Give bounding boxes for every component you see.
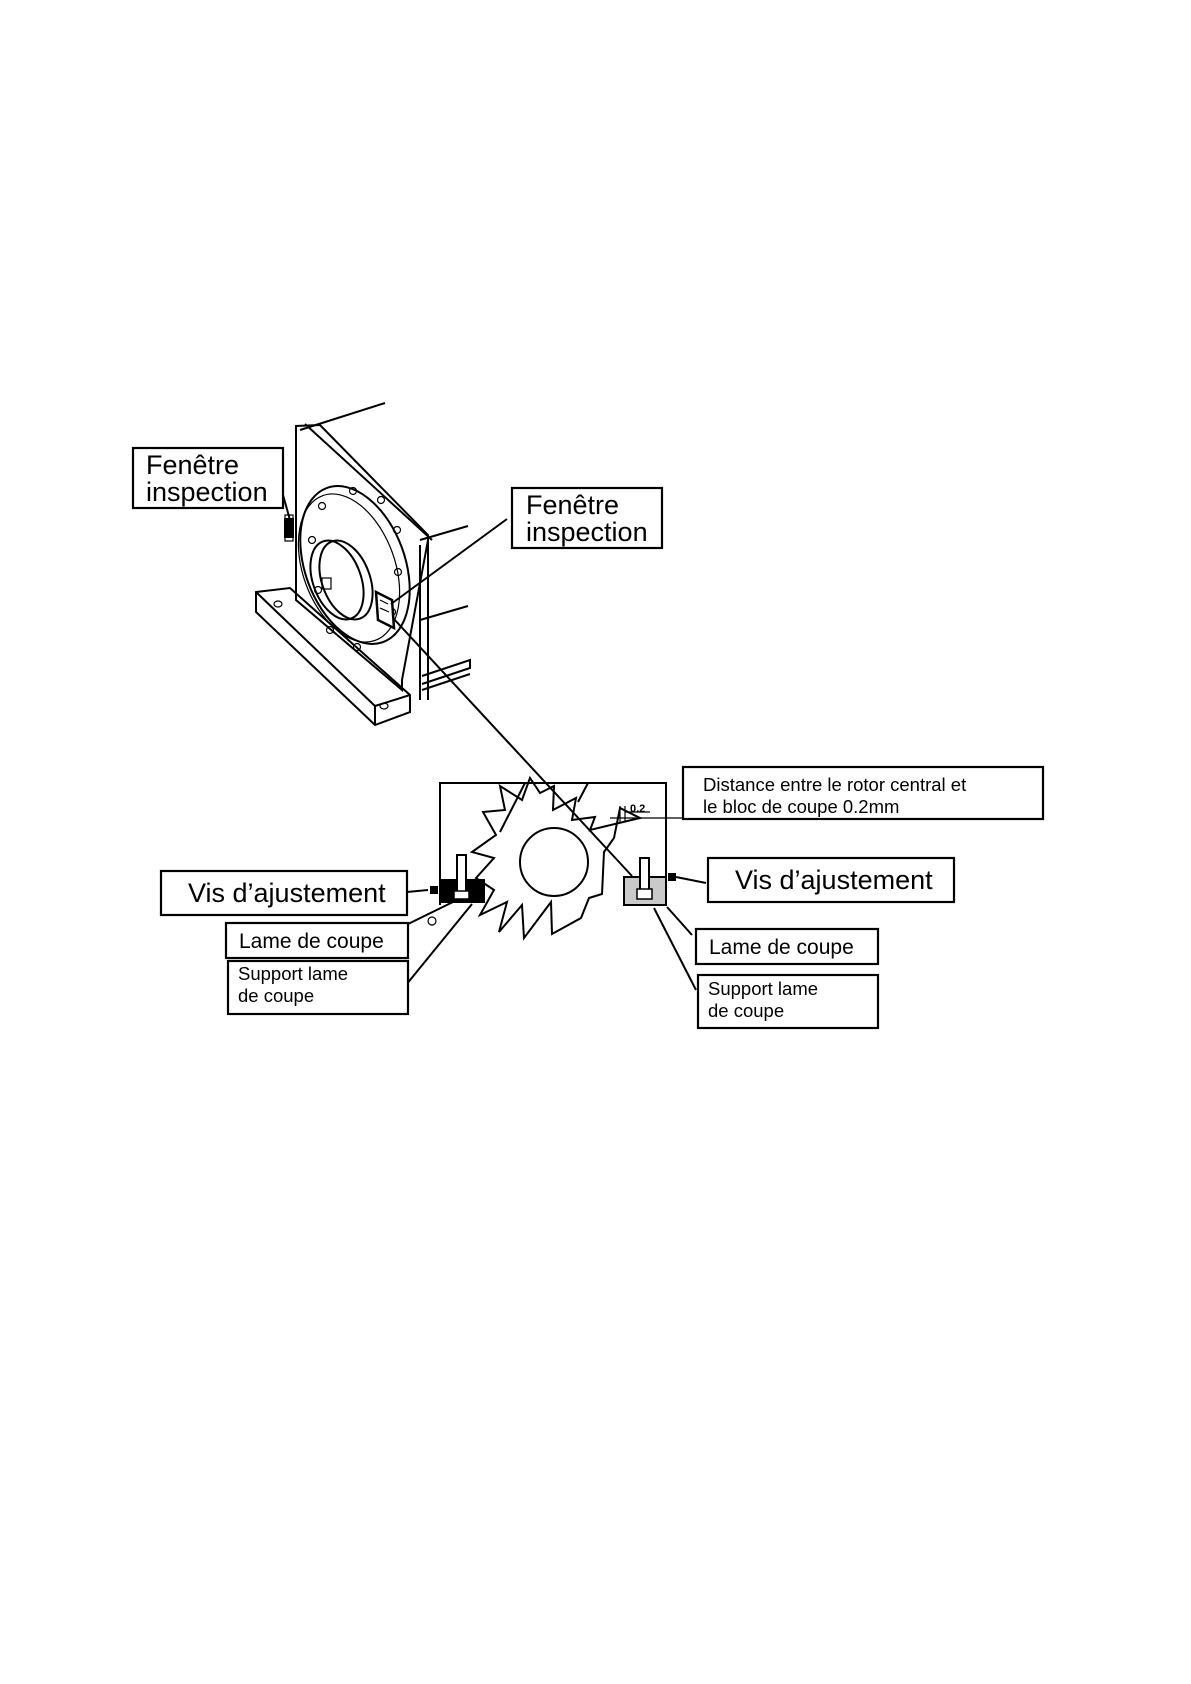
right-cutting-block [624,858,676,905]
svg-text:Lame de coupe: Lame de coupe [239,930,384,953]
label-window-left: Fenêtre inspection [133,448,283,508]
rotor-bore [520,828,588,896]
label-blade-left: Lame de coupe [226,923,408,958]
svg-text:Lame de coupe: Lame de coupe [709,936,854,959]
svg-text:le bloc de coupe 0.2mm: le bloc de coupe 0.2mm [703,796,899,817]
svg-text:de coupe: de coupe [708,1000,784,1021]
left-cutting-block [428,855,485,925]
svg-text:de coupe: de coupe [238,985,314,1006]
label-distance-note: Distance entre le rotor central et le bl… [683,767,1043,819]
svg-text:inspection: inspection [146,477,268,507]
svg-text:Support lame: Support lame [708,978,818,999]
svg-text:Support lame: Support lame [238,963,348,984]
label-blade-right: Lame de coupe [696,929,878,964]
label-holder-left: Support lame de coupe [228,961,408,1014]
label-screw-left: Vis d’ajustement [161,871,407,915]
housing-3d-drawing [256,403,470,725]
label-screw-right: Vis d’ajustement [708,858,954,902]
dimension-value: 0.2 [630,803,645,815]
svg-text:Distance entre le rotor centra: Distance entre le rotor central et [703,774,966,795]
svg-text:inspection: inspection [526,517,648,547]
svg-text:Fenêtre: Fenêtre [146,450,239,480]
label-holder-right: Support lame de coupe [698,975,878,1028]
label-window-right: Fenêtre inspection [512,488,662,548]
svg-text:Fenêtre: Fenêtre [526,490,619,520]
svg-text:Vis d’ajustement: Vis d’ajustement [735,865,933,895]
svg-text:Vis d’ajustement: Vis d’ajustement [188,878,386,908]
